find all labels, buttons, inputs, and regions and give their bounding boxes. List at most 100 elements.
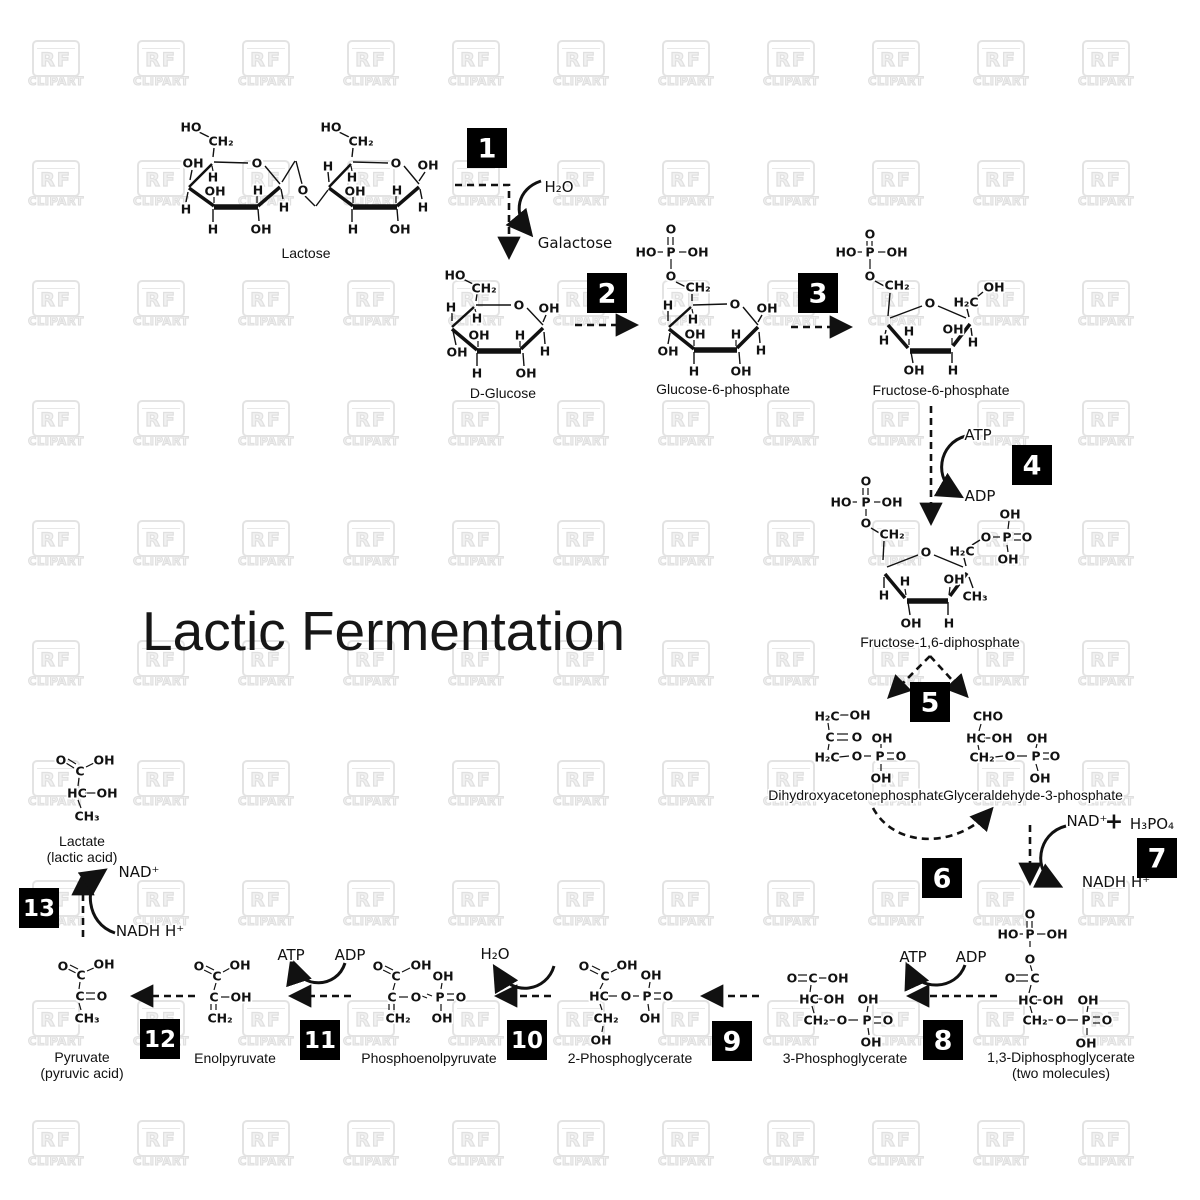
watermark-rf-logo: RF bbox=[347, 640, 395, 677]
watermark-clipart-text: CLIPART bbox=[553, 674, 610, 689]
bond bbox=[542, 314, 547, 323]
atom-label: HC bbox=[1018, 993, 1038, 1008]
watermark-clipart-text: CLIPART bbox=[28, 1034, 85, 1049]
atom-label: H bbox=[900, 574, 910, 589]
watermark-clipart-text: CLIPART bbox=[973, 74, 1030, 89]
molecule-name: Lactose bbox=[281, 245, 330, 261]
watermark-rf-text: RF bbox=[355, 888, 387, 911]
reaction-arrow-dashed bbox=[871, 806, 994, 841]
bond bbox=[910, 351, 914, 364]
atom-label: H bbox=[392, 183, 402, 198]
bond bbox=[809, 984, 812, 993]
atom-label: C bbox=[391, 969, 400, 984]
watermark-clipart-text: CLIPART bbox=[763, 674, 820, 689]
step-number: 6 bbox=[933, 864, 952, 895]
watermark-rf-logo: RF bbox=[1082, 880, 1130, 917]
watermark-rf-logo: RF bbox=[1082, 520, 1130, 557]
cofactor-label: H₂O bbox=[480, 945, 509, 963]
step-number: 4 bbox=[1023, 451, 1042, 482]
watermark-clipart-text: CLIPART bbox=[553, 554, 610, 569]
atom-label: H bbox=[879, 333, 889, 348]
atom-label: O bbox=[579, 959, 590, 974]
bond bbox=[295, 160, 303, 185]
watermark-rf-text: RF bbox=[985, 648, 1017, 671]
atom-label: O bbox=[666, 222, 677, 237]
watermark-clipart-text: CLIPART bbox=[868, 554, 925, 569]
watermark-clipart-text: CLIPART bbox=[763, 794, 820, 809]
watermark-clipart-text: CLIPART bbox=[763, 1034, 820, 1049]
watermark-clipart-text: CLIPART bbox=[1078, 794, 1135, 809]
bond bbox=[350, 165, 353, 172]
atom-label: H bbox=[181, 202, 191, 217]
bond bbox=[738, 351, 741, 365]
watermark-rf-text: RF bbox=[775, 888, 807, 911]
bond bbox=[667, 327, 696, 351]
atom-label: H bbox=[347, 170, 357, 185]
watermark-rf-text: RF bbox=[670, 888, 702, 911]
atom-label: CH₂ bbox=[1022, 1013, 1047, 1028]
watermark-clipart-text: CLIPART bbox=[868, 194, 925, 209]
watermark-rf-text: RF bbox=[40, 648, 72, 671]
atom-label: OH bbox=[943, 572, 964, 587]
watermark-clipart-text: CLIPART bbox=[868, 794, 925, 809]
watermark-rf-text: RF bbox=[355, 1008, 387, 1031]
bond bbox=[474, 308, 477, 314]
atom-label: OH bbox=[468, 328, 489, 343]
atom-label: CH₂ bbox=[969, 750, 994, 765]
bond bbox=[401, 966, 413, 973]
watermark-rf-logo: RF bbox=[347, 880, 395, 917]
watermark-rf-logo: RF bbox=[137, 400, 185, 437]
watermark-rf-text: RF bbox=[985, 1008, 1017, 1031]
bond bbox=[86, 966, 97, 972]
watermark-rf-text: RF bbox=[1090, 768, 1122, 791]
atom-label: P bbox=[642, 989, 651, 1004]
atom-label: P bbox=[1081, 1013, 1090, 1028]
bond bbox=[257, 208, 260, 222]
watermark-rf-text: RF bbox=[670, 1128, 702, 1151]
atom-label: OH bbox=[1075, 1036, 1096, 1051]
watermark-rf-text: RF bbox=[565, 528, 597, 551]
watermark-rf-text: RF bbox=[145, 288, 177, 311]
watermark-clipart-text: CLIPART bbox=[1078, 194, 1135, 209]
watermark-rf-logo: RF bbox=[557, 400, 605, 437]
atom-label: CH₂ bbox=[685, 280, 710, 295]
watermark-rf-logo: RF bbox=[872, 520, 920, 557]
watermark-rf-text: RF bbox=[880, 48, 912, 71]
cofactor-label: H₂O bbox=[544, 178, 573, 196]
bond bbox=[67, 968, 77, 974]
watermark-rf-text: RF bbox=[775, 528, 807, 551]
atom-label: OH bbox=[1077, 993, 1098, 1008]
watermark-rf-logo: RF bbox=[872, 1120, 920, 1157]
atom-label: O bbox=[852, 730, 863, 745]
bond bbox=[526, 307, 544, 326]
bond bbox=[887, 292, 891, 317]
reaction-arrow-dashed bbox=[455, 183, 521, 261]
watermark-clipart-text: CLIPART bbox=[28, 74, 85, 89]
bond bbox=[692, 303, 728, 306]
atom-label: CH₂ bbox=[879, 527, 904, 542]
cofactor-arc-arrow bbox=[1033, 824, 1067, 888]
watermark-rf-text: RF bbox=[145, 768, 177, 791]
watermark-clipart-text: CLIPART bbox=[238, 74, 295, 89]
watermark-rf-logo: RF bbox=[347, 1120, 395, 1157]
watermark-rf-logo: RF bbox=[452, 280, 500, 317]
bond bbox=[601, 1025, 604, 1033]
bond bbox=[870, 527, 882, 535]
watermark-rf-logo: RF bbox=[557, 520, 605, 557]
atom-label: C bbox=[600, 969, 609, 984]
atom-label: C bbox=[76, 968, 85, 983]
atom-label: CH₃ bbox=[74, 809, 99, 824]
watermark-rf-logo: RF bbox=[242, 280, 290, 317]
watermark-clipart-text: CLIPART bbox=[343, 1034, 400, 1049]
